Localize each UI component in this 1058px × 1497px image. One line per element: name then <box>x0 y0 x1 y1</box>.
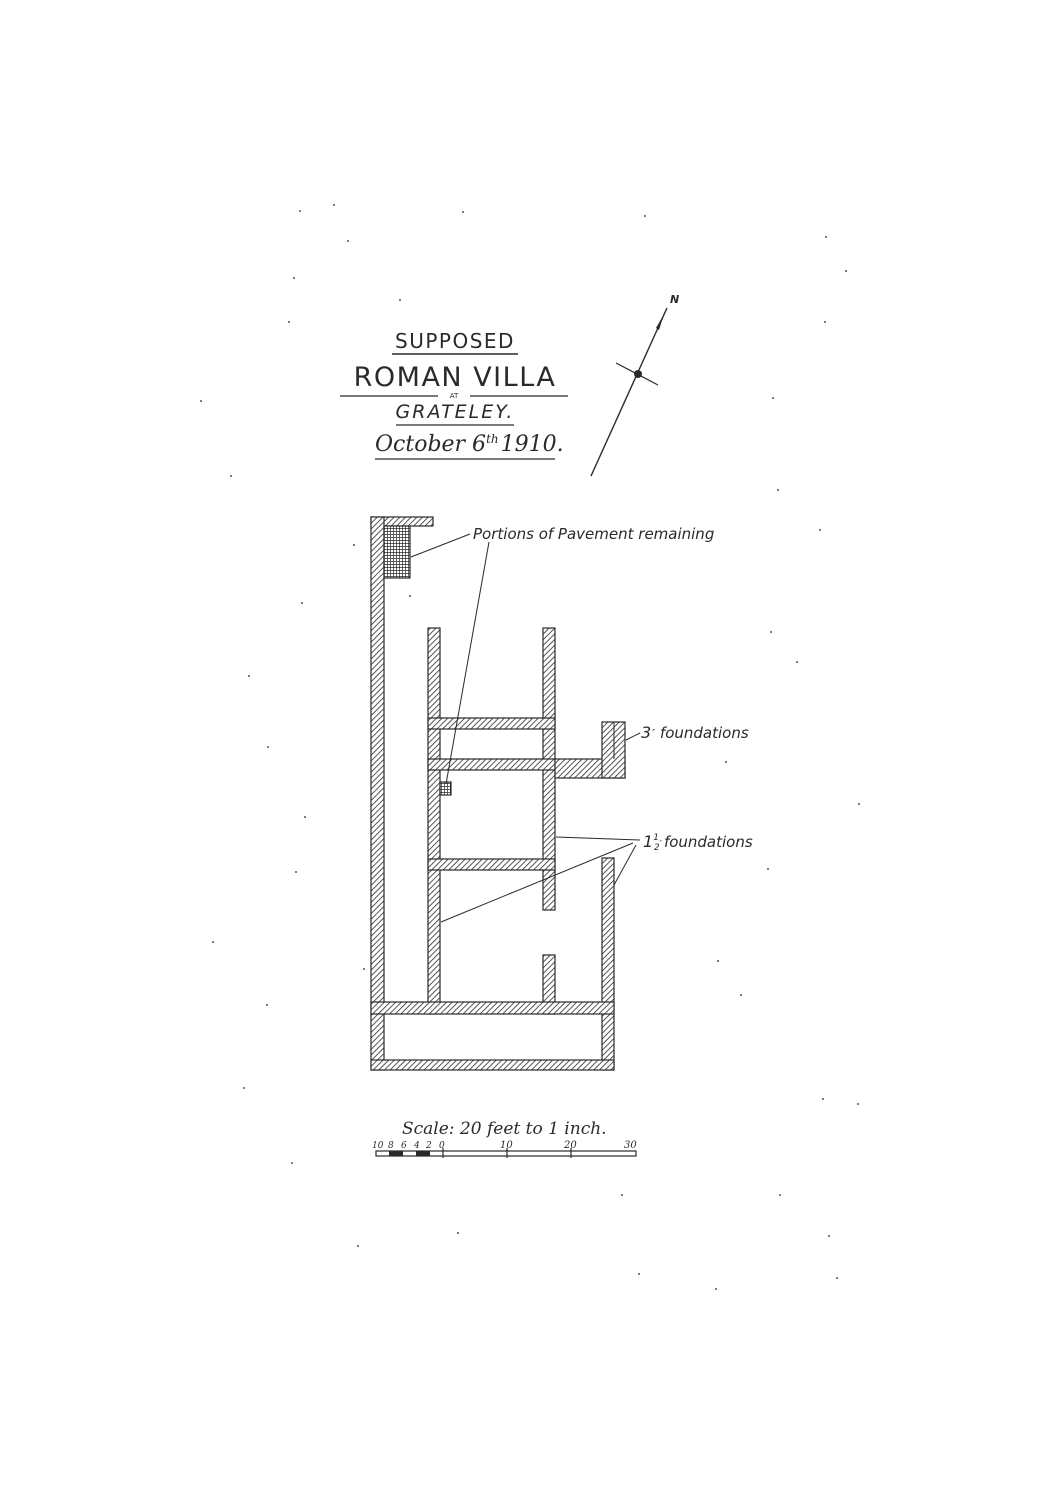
scale-tick-label: 4 <box>413 1141 420 1151</box>
label-one-half-frac-bottom: 2 <box>654 843 660 853</box>
scale-tick-label: 10 <box>500 1140 513 1151</box>
label-one-half-text: foundations <box>664 833 753 851</box>
label-one-half-frac-top: 1 <box>653 833 659 843</box>
scale-bar-fill-a <box>389 1151 403 1156</box>
leader-one-half-b <box>440 842 634 923</box>
north-arrow-shaft <box>590 307 668 477</box>
leader-pavement-northwest <box>410 533 471 558</box>
label-three-ft-text: foundations <box>660 724 749 742</box>
scale-caption: Scale: 20 feet to 1 inch. <box>402 1119 607 1139</box>
title-date-year: 1910. <box>501 432 564 457</box>
leader-one-half-a <box>555 836 641 841</box>
scale-bar-fill-b <box>416 1151 430 1156</box>
three-foot-foundations <box>554 721 626 779</box>
scan-speckles <box>200 204 860 1290</box>
scale-tick-label: 30 <box>624 1140 637 1151</box>
pavement-patch-northwest <box>383 525 411 579</box>
label-one-half-num: 1 <box>643 832 653 851</box>
north-arrow: N <box>590 293 679 477</box>
label-three-ft: 3′foundations <box>641 723 749 742</box>
scale-tick-label: 2 <box>425 1141 432 1151</box>
west-wall <box>370 516 385 1071</box>
leader-lines <box>410 533 641 923</box>
east-wall <box>601 857 615 1071</box>
scale-tick-label: 0 <box>439 1141 445 1151</box>
south-range-south-wall <box>370 1059 615 1071</box>
pavement-patch-inner <box>439 781 452 796</box>
label-three-ft-num: 3 <box>641 723 651 742</box>
cross-wall-north <box>427 717 556 730</box>
cross-wall-south <box>427 858 556 871</box>
title-date-main: October 6 <box>375 432 486 457</box>
label-pavement: Portions of Pavement remaining <box>473 525 714 543</box>
leader-one-half-c <box>613 844 637 886</box>
title-date: October 6th1910. <box>375 432 564 457</box>
south-range-north-wall <box>370 1001 615 1015</box>
leader-pavement-inner <box>445 541 490 785</box>
title-supposed: SUPPOSED <box>395 329 515 353</box>
cross-wall-middle <box>427 758 556 771</box>
scale-tick-label: 20 <box>563 1140 577 1151</box>
scale-bar: Scale: 20 feet to 1 inch. 10 8 6 4 2 0 1… <box>372 1119 637 1158</box>
pavement-remains <box>383 525 452 796</box>
north-arrow-head <box>656 314 664 330</box>
title-date-sup: th <box>486 432 499 446</box>
foundation-walls <box>370 516 615 1071</box>
scale-tick-label: 10 <box>372 1141 384 1151</box>
scale-bar-outline <box>375 1150 637 1157</box>
title-at: AT <box>450 392 459 400</box>
leader-three-ft <box>625 732 641 741</box>
title-roman-villa: ROMAN VILLA <box>354 362 557 393</box>
title-grateley: GRATELEY. <box>396 401 515 423</box>
north-arrow-label: N <box>670 293 679 306</box>
scale-tick-label: 8 <box>388 1141 394 1151</box>
scale-tick-label: 6 <box>401 1141 407 1151</box>
inner-wall-west <box>427 627 441 1015</box>
north-arrow-compass-mark <box>634 370 642 378</box>
annotations: Portions of Pavement remaining 3′foundat… <box>473 525 753 853</box>
title-block: SUPPOSED ROMAN VILLA AT GRATELEY. Octobe… <box>340 329 568 460</box>
